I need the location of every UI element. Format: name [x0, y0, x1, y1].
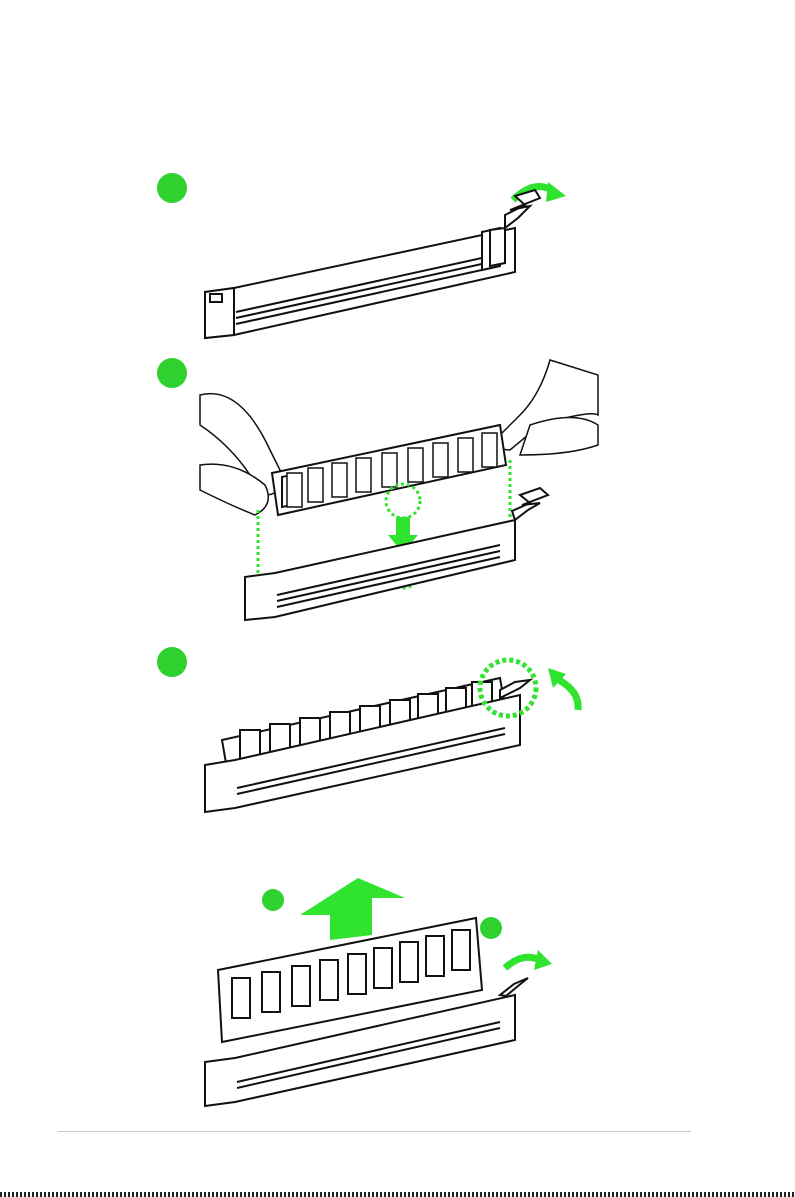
notch-highlight-top — [386, 484, 420, 518]
step-4-illustration — [0, 870, 795, 1120]
footer-rule — [58, 1131, 691, 1132]
hand-left-icon — [200, 394, 285, 515]
arrow-head-icon — [546, 182, 566, 202]
latch-icon — [512, 488, 548, 520]
step-1-illustration — [0, 170, 795, 350]
step-3-illustration — [0, 650, 795, 830]
step-2-illustration — [0, 355, 795, 635]
hand-right-icon — [499, 360, 598, 455]
arrow-head-icon — [534, 950, 552, 970]
rotate-arrow-icon — [555, 678, 578, 710]
latch-icon — [500, 978, 528, 996]
latch-icon — [505, 190, 540, 228]
bottom-strip — [0, 1192, 795, 1197]
dimm-socket — [205, 190, 540, 338]
up-arrow-icon — [300, 878, 405, 940]
